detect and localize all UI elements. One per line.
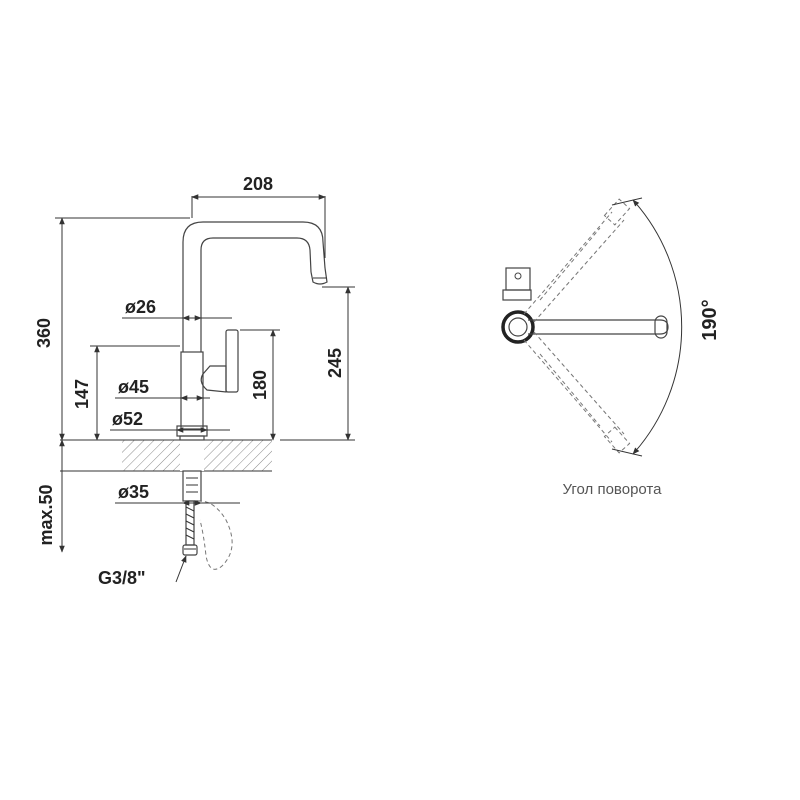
faucet-top-mount xyxy=(501,267,535,344)
label-rotation-angle: 190° xyxy=(699,299,721,340)
label-spout-diameter: ø26 xyxy=(125,297,156,317)
label-body-height: 147 xyxy=(72,379,92,409)
dimension-body-height: 147 xyxy=(72,345,180,441)
countertop-section xyxy=(60,439,272,472)
spout-right-extreme xyxy=(523,331,631,454)
spout-left-extreme xyxy=(523,198,631,323)
label-outlet-height: 245 xyxy=(325,348,345,378)
dimension-counter-thickness: max.50 xyxy=(36,439,65,553)
dimension-body-diameter: ø45 xyxy=(115,377,210,401)
spout-center-position xyxy=(528,315,669,339)
rotation-arc: 190° xyxy=(611,197,721,457)
dimension-spout-reach: 208 xyxy=(191,174,326,258)
rotation-caption: Угол поворота xyxy=(563,481,663,498)
dimension-thread: G3/8" xyxy=(98,555,187,588)
mounting-shank xyxy=(182,470,233,570)
label-spout-reach: 208 xyxy=(243,174,273,194)
dimension-total-height: 360 xyxy=(34,217,190,441)
dimension-outlet-height: 245 xyxy=(280,286,355,441)
faucet-body xyxy=(176,221,328,441)
label-total-height: 360 xyxy=(34,318,54,348)
rotation-view: 190° Угол поворота xyxy=(501,197,721,498)
label-base-diameter: ø52 xyxy=(112,409,143,429)
label-counter-thickness: max.50 xyxy=(36,484,56,545)
dimension-base-diameter: ø52 xyxy=(110,409,230,433)
faucet-side-view: 208 360 147 max.50 ø26 ø45 xyxy=(34,174,355,588)
label-body-diameter: ø45 xyxy=(118,377,149,397)
label-lever-height: 180 xyxy=(250,370,270,400)
label-shank-diameter: ø35 xyxy=(118,482,149,502)
dimension-spout-diameter: ø26 xyxy=(122,297,232,321)
dimension-lever-height: 180 xyxy=(240,329,280,441)
label-thread: G3/8" xyxy=(98,568,146,588)
dimension-shank-diameter: ø35 xyxy=(115,482,240,506)
